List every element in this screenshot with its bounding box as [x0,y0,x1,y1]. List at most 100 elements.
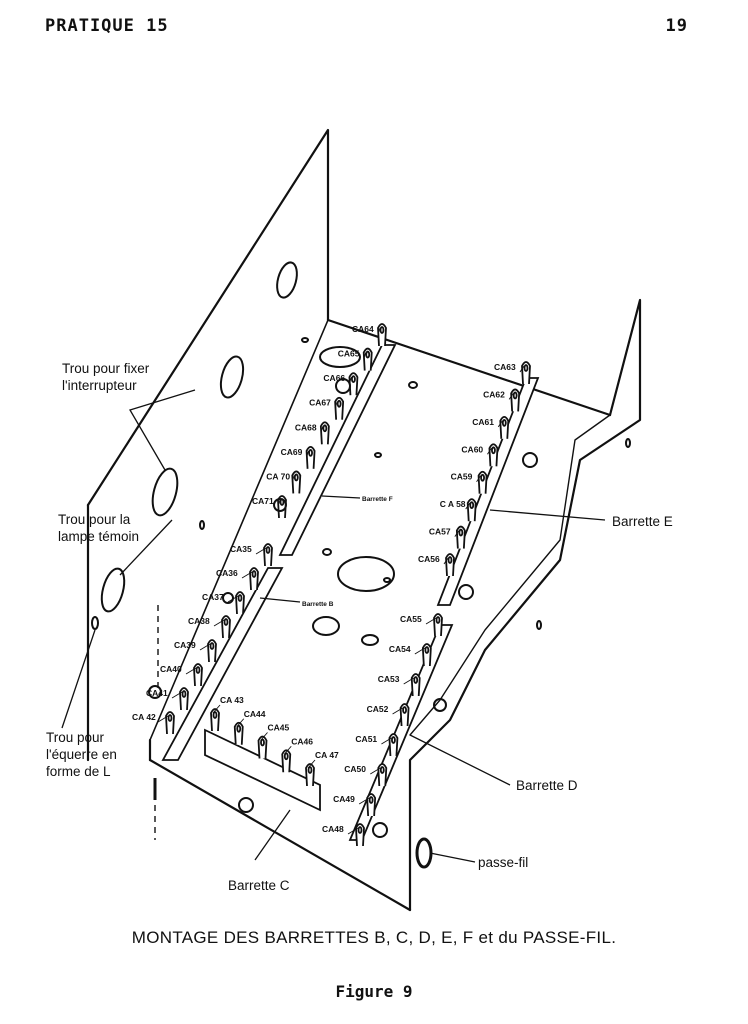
lug-leader [425,617,437,625]
lug-hole [512,391,518,400]
header-left: PRATIQUE 15 [45,16,169,36]
lug-leader [283,745,292,755]
lug-leader [349,377,352,384]
lug-label: CA62 [483,389,505,399]
lug-label: CA68 [295,422,317,432]
lug-label: CA69 [281,447,303,457]
lug-label: CA57 [429,527,451,537]
lug-leader [487,448,492,455]
lug-label: CA35 [230,544,252,554]
lug-hole [181,690,187,698]
lug-label: CA64 [352,324,374,334]
lug-leader [291,475,295,482]
lug-leader [185,667,197,675]
label-equerre-2: l'équerre en [46,747,117,762]
lug-hole [491,446,496,455]
lug-hole [336,399,342,408]
lug-hole [501,418,507,427]
lug-leader [377,327,381,335]
lug-hole [413,676,419,684]
lug-leader [320,426,324,433]
barrette-c [204,708,321,812]
lug-label: CA50 [344,764,366,774]
lug-label: CA36 [216,568,238,578]
lug-label: CA44 [244,709,266,719]
lug-hole [237,594,243,602]
lug-leader [363,352,367,359]
hole-interrupteur [219,355,245,399]
lug-hole [523,364,529,372]
lug-hole [447,556,453,564]
lug-hole [368,796,374,804]
lug-label: CA71 [252,496,274,506]
lug-hole [402,706,407,714]
lug-leader [334,401,338,408]
lug-hole [379,766,385,774]
lug-hole [260,738,265,747]
label-interrupteur-2: l'interrupteur [62,378,137,393]
lug-leader [476,475,481,482]
figure-caption: MONTAGE DES BARRETTES B, C, D, E, F et d… [131,928,617,947]
leader-barrette-d [409,734,511,786]
base-back-edge [326,318,612,417]
label-barrette-b: Barrette B [302,601,334,608]
lug-leader [443,557,449,565]
lug-leader [241,571,253,579]
lug-leader [392,707,403,715]
lug-hole [307,766,313,774]
label-barrette-d: Barrette D [516,778,578,793]
lug-leader [212,704,221,714]
hole-interrupteur-2 [151,467,179,517]
lug-label: CA55 [400,614,422,624]
left-panel [86,128,330,507]
lug-leader [277,499,281,507]
lug-label: CA65 [338,349,360,359]
lug-leader [307,759,316,769]
lug-label: CA38 [188,616,210,626]
lug-label: CA63 [494,362,516,372]
label-equerre-1: Trou pour [46,730,105,745]
leader-barrette-b [259,597,301,603]
label-barrette-e: Barrette E [612,514,673,529]
base-front-edge [148,758,412,912]
lug-hole [424,646,430,654]
lug-label: CA46 [291,736,313,746]
lug-label: CA45 [268,723,290,733]
label-lampe-2: lampe témoin [58,529,139,544]
hole-lampe [100,567,126,613]
lug-hole [379,326,385,334]
lug-label: CA66 [323,373,345,383]
lug-label: CA 70 [266,471,290,481]
lug-hole [391,736,396,744]
lug-hole [435,616,441,624]
lug-leader [381,737,392,745]
lug-label: CA41 [146,688,168,698]
lug-label: C A 58 [440,499,466,509]
label-lampe-1: Trou pour la [58,512,131,527]
lug-leader [171,691,183,699]
lug-label: CA 47 [315,750,339,760]
lug-hole [480,473,485,482]
lug-hole [322,424,328,433]
lug-leader [213,619,225,627]
barrette-f [277,323,397,556]
label-interrupteur-1: Trou pour fixer [62,361,150,376]
lug-leader [306,450,309,457]
lug-label: CA56 [418,554,440,564]
lug-leader [454,530,460,537]
leader-barrette-e [489,509,606,521]
barrette-d [348,613,454,847]
right-panel [408,298,642,912]
lug-leader [157,715,169,723]
label-barrette-f: Barrette F [362,496,393,503]
lug-leader [347,827,359,835]
lug-label: CA60 [461,444,483,454]
lug-hole [209,642,215,650]
lug-leader [199,643,211,651]
lug-label: CA 42 [132,712,156,722]
lug-label: CA67 [309,398,331,408]
lug-hole [357,826,363,834]
lug-hole [293,473,299,482]
lug-label: CA53 [378,674,400,684]
